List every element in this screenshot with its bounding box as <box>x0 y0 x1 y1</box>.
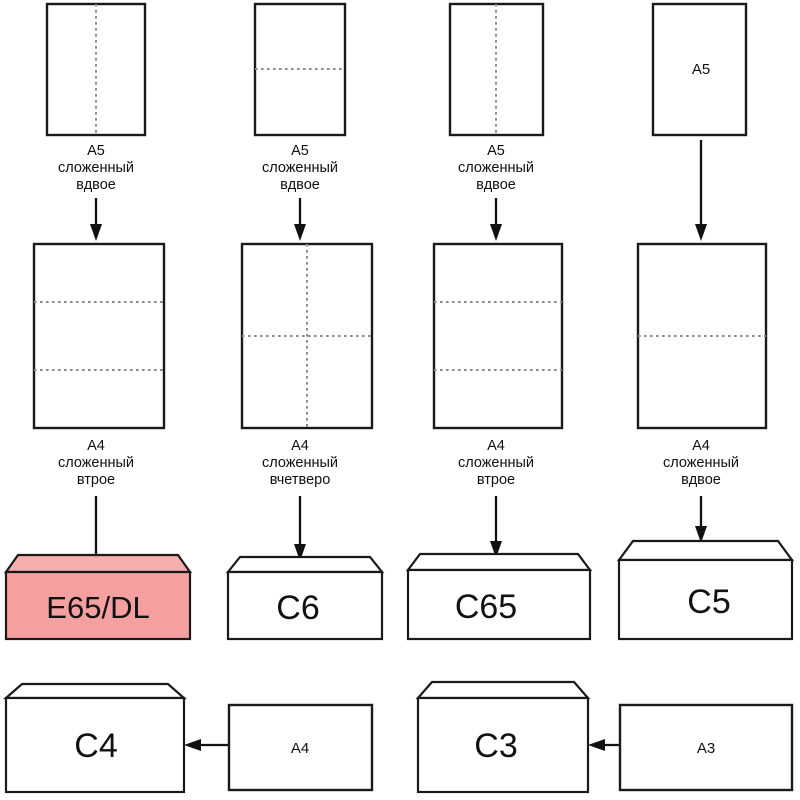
envelope-flap-e65-dl <box>3 553 193 574</box>
caption-a5-col1-line3: вдвое <box>76 177 116 193</box>
caption-a5-col2-line3: вдвое <box>280 177 320 193</box>
envelope-label-c4: C4 <box>74 727 117 765</box>
caption-a5-col3-line1: A5 <box>487 143 505 159</box>
envelope-body-c5 <box>617 558 794 641</box>
caption-a5-col2-line2: сложенный <box>262 160 338 176</box>
caption-a4-col4-line2: сложенный <box>663 455 739 471</box>
sheet-a4-col1 <box>32 242 166 430</box>
envelope-label-e65-dl: E65/DL <box>46 590 149 625</box>
sheet-a4-col2 <box>240 242 374 430</box>
arrow-col2-top-to-middle <box>294 198 306 241</box>
arrow-a3-to-c3 <box>588 739 620 751</box>
caption-a4-col1-line1: A4 <box>87 438 105 454</box>
sheet-rect-a3-bottom <box>618 703 794 792</box>
envelope-c5[interactable]: C5 <box>616 539 795 641</box>
sheet-rect-a5-col4 <box>651 2 748 137</box>
envelope-c65[interactable]: C65 <box>405 552 593 641</box>
sheet-a4-col4 <box>636 242 768 430</box>
envelope-body-c6 <box>226 570 384 641</box>
sheet-a5-col2 <box>253 2 347 137</box>
envelope-label-c6: C6 <box>276 589 319 627</box>
sheet-rect-a4-col4 <box>636 242 768 430</box>
sheet-label-a4-bottom: A4 <box>291 740 309 757</box>
caption-a5-col3-line3: вдвое <box>476 177 516 193</box>
envelope-body-e65-dl <box>4 570 192 641</box>
sheet-a5-col3 <box>448 2 545 137</box>
sheet-rect-a4-col3 <box>432 242 564 430</box>
envelope-c6[interactable]: C6 <box>225 555 385 641</box>
caption-a4-col1-line3: втрое <box>77 472 115 488</box>
envelope-c4[interactable]: C4 <box>3 682 187 794</box>
caption-a5-col1-line2: сложенный <box>58 160 134 176</box>
caption-a4-col2-line3: вчетверо <box>270 472 331 488</box>
sheet-rect-a4-col1 <box>32 242 166 430</box>
envelope-flap-c5 <box>616 539 795 562</box>
caption-a5-col3-line2: сложенный <box>458 160 534 176</box>
envelope-flap-c6 <box>225 555 385 574</box>
sheet-rect-a4-bottom <box>227 703 374 792</box>
caption-a5-col1-line1: A5 <box>87 143 105 159</box>
caption-a4-col2-line2: сложенный <box>262 455 338 471</box>
caption-a4-col3-line3: втрое <box>477 472 515 488</box>
arrow-col3-top-to-middle <box>490 198 502 241</box>
envelope-label-c3: C3 <box>474 727 517 765</box>
caption-a4-col3-line1: A4 <box>487 438 505 454</box>
sheet-label-a5-col4: A5 <box>692 61 710 78</box>
envelope-body-c65 <box>406 568 592 641</box>
sheet-a4-bottom: A4 <box>227 703 374 792</box>
envelope-flap-c4 <box>3 682 187 700</box>
envelope-label-c65: C65 <box>455 588 517 626</box>
caption-a5-col2-line1: A5 <box>291 143 309 159</box>
envelope-body-c4 <box>4 696 186 794</box>
envelope-label-c5: C5 <box>687 583 730 621</box>
caption-a4-col4-line1: A4 <box>692 438 710 454</box>
arrow-col1-top-to-middle <box>90 198 102 241</box>
sheet-rect-a5-col2 <box>253 2 347 137</box>
arrow-col4-middle-to-envelope <box>695 496 707 543</box>
sheet-a5-col1 <box>45 2 147 137</box>
sheet-a5-col4 <box>651 2 748 137</box>
caption-a4-col2-line1: A4 <box>291 438 309 454</box>
envelope-flap-c3 <box>415 680 591 700</box>
envelope-e65-dl[interactable]: E65/DL <box>3 553 193 641</box>
caption-a4-col3-line2: сложенный <box>458 455 534 471</box>
envelope-flap-c65 <box>405 552 593 572</box>
sheet-label-a3-bottom: A3 <box>697 740 715 757</box>
arrow-col4-top-to-middle <box>695 140 707 241</box>
caption-a4-col4-line3: вдвое <box>681 472 721 488</box>
sheet-a4-col3 <box>432 242 564 430</box>
caption-a4-col1-line2: сложенный <box>58 455 134 471</box>
envelope-c3[interactable]: C3 <box>415 680 591 794</box>
envelope-body-c3 <box>416 696 590 794</box>
arrow-col3-middle-to-envelope <box>490 496 502 558</box>
arrow-col2-middle-to-envelope <box>294 496 306 561</box>
arrow-a4-to-c4 <box>184 739 228 751</box>
sheet-a3-bottom: A3 <box>618 703 794 792</box>
